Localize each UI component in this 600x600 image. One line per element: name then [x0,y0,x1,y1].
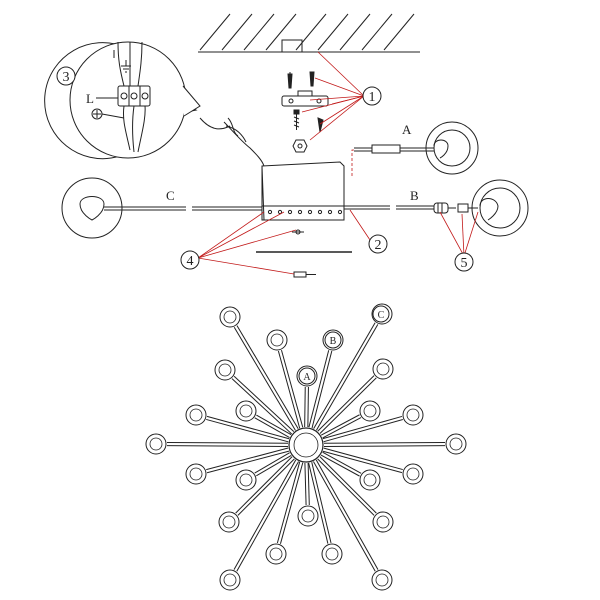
fixture-arm [322,447,403,474]
fixture-arm [320,414,362,439]
arm-b [344,179,529,237]
ground-symbol-icon [121,60,131,73]
fixture-arm [233,459,299,572]
connector-socket [457,203,478,213]
wire-label-b: B [410,188,419,203]
fixture-bulb [359,400,381,422]
svg-text:C: C [378,310,385,321]
ceiling-hatching [199,13,415,51]
fixture-arm [231,375,295,435]
fixture-arm [313,322,379,431]
fixture-bulb [297,505,319,527]
fixture-arm [308,350,333,429]
terminal-label-live: L [86,91,94,106]
fixture-arm [276,461,304,544]
wire-label-a: A [402,122,412,137]
fixture-bulb [371,569,393,591]
mounting-screw-right [317,117,324,133]
fixture-bulb [214,359,236,381]
fixture-arm [233,325,299,431]
fixture-arm [254,414,292,438]
fixture-bulb [219,569,241,591]
bulb-tag-b: B [324,331,342,349]
fixture-arm [235,456,295,516]
fixture-hub [288,427,324,463]
fixture-bulb [185,404,207,426]
fixture-bulb [372,511,394,533]
svg-text:3: 3 [63,70,70,85]
assembled-fixture [145,303,467,591]
wall-anchor-right [309,71,315,87]
fixture-bulb [235,469,257,491]
fixture-bulb [265,543,287,565]
svg-text:4: 4 [187,254,194,269]
svg-text:5: 5 [461,256,468,271]
fixture-arm [320,451,362,477]
fixture-bulb [402,404,424,426]
bracket-nut [292,139,308,153]
neutral-symbol-icon [91,108,103,120]
callout-3: 3 [56,66,76,86]
callout-5: 5 [454,252,474,272]
fixture-bulb [145,433,167,455]
svg-text:1: 1 [369,90,376,105]
fixture-bulb [372,358,394,380]
callout-4: 4 [180,250,200,270]
loose-parts [256,229,352,278]
driver-terminals [267,209,343,215]
callout-leaders [197,51,479,275]
fixture-arm [317,375,377,434]
fixture-arm [304,386,309,428]
fixture-bulb [359,469,381,491]
fixture-arm [317,456,377,516]
callout-2: 2 [368,234,388,254]
mounting-screw-left [293,109,300,130]
callout-1: 1 [362,86,382,106]
svg-text:A: A [303,372,311,383]
fixture-bulb [321,543,343,565]
driver-box [261,161,345,221]
wire-label-c: C [166,188,175,203]
bulb-b-ring [471,179,529,237]
mounting-hardware [281,71,329,153]
bulb-a-ring [425,121,479,175]
bulb-tag-a: A [298,367,316,385]
connector-plug [433,202,456,214]
fixture-arm [166,441,289,447]
svg-text:2: 2 [375,238,382,253]
svg-text:B: B [330,336,337,347]
wall-anchor-left [287,72,293,89]
fixture-arm [277,350,304,429]
fixture-bulb [218,511,240,533]
supply-cable [199,117,265,167]
fixture-bulb [219,306,241,328]
fixture-arm [313,459,379,572]
fixture-arm [304,462,310,506]
bulb-c-ring [61,177,123,239]
ceiling-junction-hole [281,39,303,52]
fixture-bulb [185,463,207,485]
fixture-bulb [445,433,467,455]
fixture-arm [323,441,446,447]
fixture-bulb [266,329,288,351]
fixture-arm [322,415,403,443]
fixture-arm [206,415,290,443]
arm-a [354,121,479,175]
ceiling [198,13,420,53]
fixture-arm [308,462,332,544]
fixture-arm [206,447,290,474]
fixture-bulb [402,463,424,485]
arm-c [61,177,262,239]
fixture-arm [254,452,292,477]
bulb-tag-c: C [372,305,390,323]
fixture-bulb [235,400,257,422]
wiring-detail-inset [44,41,201,160]
